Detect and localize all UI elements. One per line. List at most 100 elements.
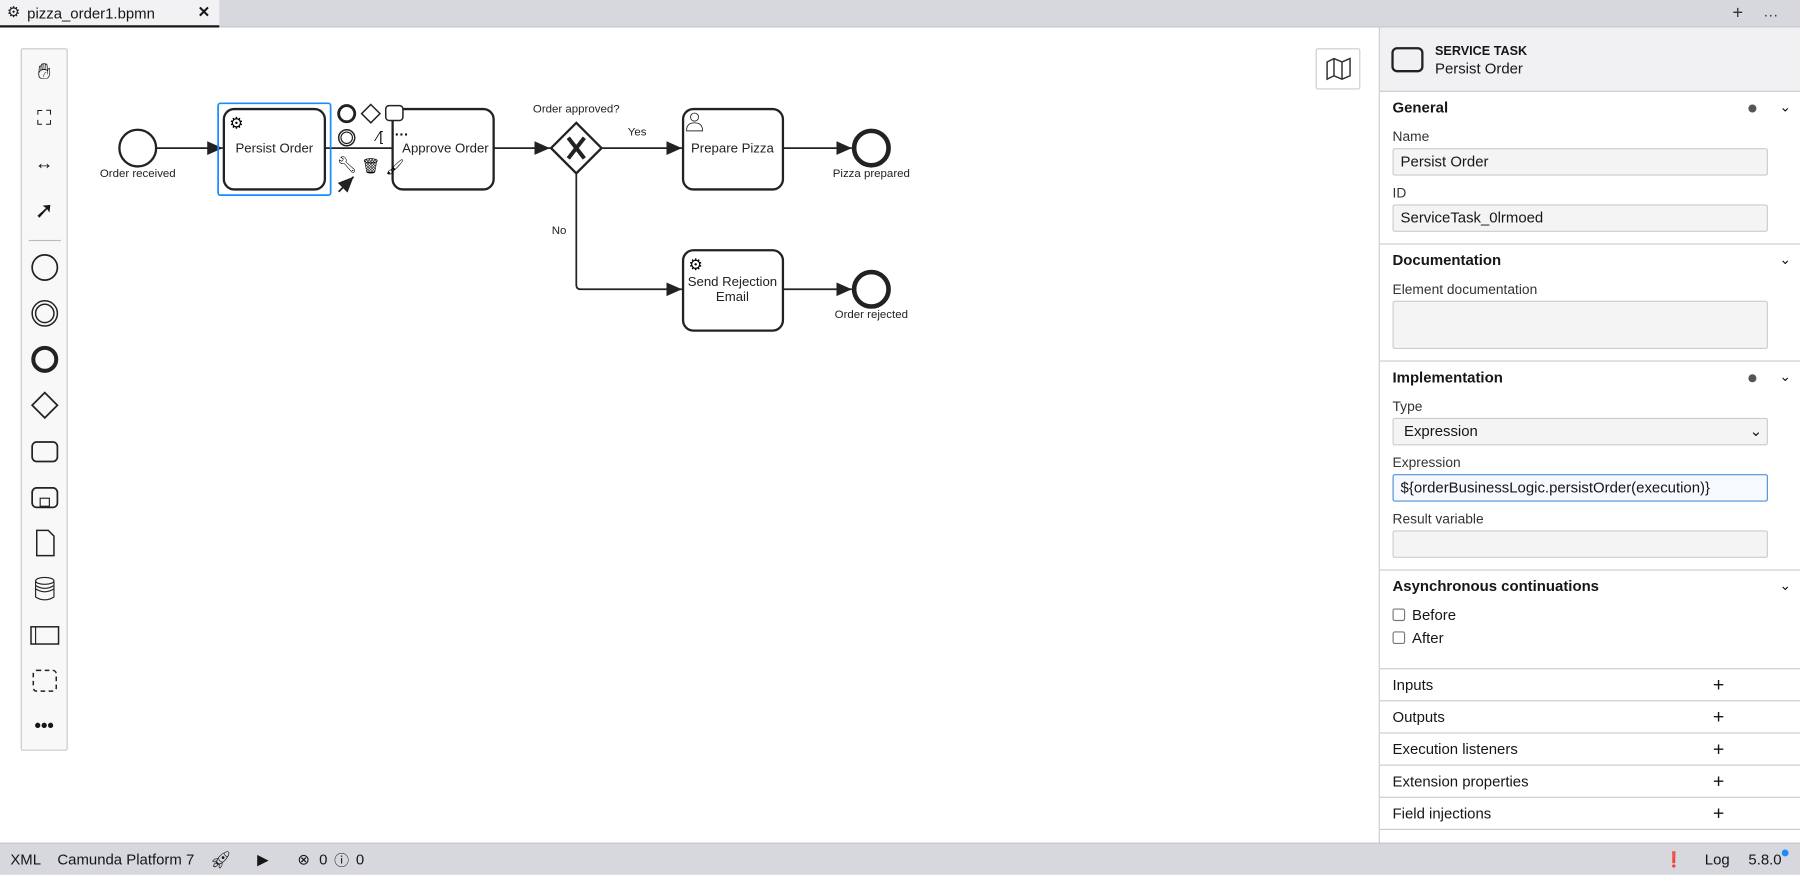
close-tab-button[interactable]: ✕ — [197, 3, 211, 21]
async-section: Asynchronous continuations ⌄ Before After — [1379, 571, 1800, 670]
status-bar: XML Camunda Platform 7 🚀︎ ▶ ⊗ 0 ⓘ 0 ❗ Lo… — [0, 842, 1800, 875]
connect-tool-icon[interactable]: ➚ — [34, 198, 54, 224]
lasso-tool-icon[interactable]: ⛶ — [36, 106, 52, 130]
documentation-label: Element documentation — [1392, 281, 1538, 298]
result-variable-input[interactable] — [1392, 530, 1768, 558]
service-gear-icon: ⚙ — [688, 256, 702, 274]
data-store-icon[interactable] — [22, 568, 67, 609]
sequence-flow — [575, 173, 682, 297]
version-button[interactable]: 5.8.0 — [1748, 850, 1782, 868]
documentation-section: Documentation ⌄ Element documentation — [1379, 245, 1800, 362]
documentation-textarea[interactable] — [1392, 300, 1768, 349]
selection-outline — [217, 102, 332, 197]
id-input[interactable]: ServiceTask_0lrmoed — [1392, 204, 1768, 232]
append-intermediate-event-icon — [337, 128, 356, 147]
wrench-icon: 🔧︎ — [336, 156, 356, 174]
pool-icon[interactable] — [22, 614, 67, 655]
field-injections-group[interactable]: Field injections+ — [1379, 798, 1800, 831]
task-send-rejection-email — [681, 249, 785, 332]
subprocess-icon[interactable] — [22, 476, 67, 517]
append-task-icon — [384, 104, 404, 122]
minimap-toggle-button[interactable] — [1315, 48, 1361, 90]
warning-icon[interactable]: ⓘ — [334, 851, 350, 870]
type-label: Type — [1392, 398, 1423, 415]
add-icon[interactable]: + — [1712, 737, 1725, 760]
add-icon[interactable]: + — [1712, 673, 1725, 696]
end-event-pizza-prepared — [851, 128, 891, 168]
more-tools-icon[interactable]: ••• — [34, 716, 54, 736]
result-variable-label: Result variable — [1392, 510, 1484, 527]
name-label: Name — [1392, 128, 1430, 145]
log-button[interactable]: Log — [1704, 850, 1730, 868]
section-header[interactable]: Asynchronous continuations — [1392, 577, 1599, 595]
name-input[interactable]: Persist Order — [1392, 148, 1768, 176]
add-icon[interactable]: + — [1712, 705, 1725, 728]
more-icon: ··· — [395, 127, 409, 142]
bpmn-diagram[interactable]: Order received ⚙ Persist Order ⁄[ ··· 🔧︎… — [0, 0, 1378, 843]
svg-text:Yes: Yes — [628, 126, 647, 138]
more-button[interactable]: ··· — [1763, 5, 1779, 23]
error-icon[interactable]: ⊗ — [297, 850, 310, 868]
id-label: ID — [1392, 184, 1407, 201]
hand-tool-icon[interactable]: ✋︎ — [37, 59, 51, 85]
paint-icon: 🖌︎ — [385, 159, 404, 176]
group-label: Execution listeners — [1392, 740, 1518, 758]
add-icon[interactable]: + — [1712, 801, 1725, 824]
svg-text:Prepare Pizza: Prepare Pizza — [691, 141, 774, 156]
start-event — [118, 128, 158, 168]
gateway-icon[interactable] — [22, 385, 67, 426]
element-type: SERVICE TASK — [1435, 44, 1528, 59]
warning-count[interactable]: 0 — [355, 850, 365, 868]
rocket-icon[interactable]: 🚀︎ — [210, 850, 232, 870]
execution-listeners-group[interactable]: Execution listeners + — [1379, 734, 1800, 766]
section-header[interactable]: General — [1392, 98, 1449, 116]
space-tool-icon[interactable]: ↔ — [35, 153, 54, 174]
svg-text:Pizza prepared: Pizza prepared — [833, 168, 910, 180]
xml-button[interactable]: XML — [10, 850, 42, 868]
chevron-down-icon[interactable]: ⌄ — [1779, 577, 1791, 594]
start-event-icon[interactable] — [22, 247, 67, 288]
map-icon — [1325, 57, 1351, 81]
before-checkbox[interactable]: Before — [1392, 606, 1788, 623]
tab-bar: ⚙ pizza_order1.bpmn ✕ + ··· — [0, 0, 1800, 28]
context-pad[interactable]: ⁄[ ··· 🔧︎ 🗑︎ 🖌︎ — [336, 103, 409, 193]
intermediate-event-icon[interactable] — [22, 293, 67, 334]
append-gateway-icon — [360, 103, 382, 124]
chevron-down-icon[interactable]: ⌄ — [1779, 251, 1791, 268]
svg-text:Email: Email — [716, 289, 749, 304]
svg-text:Persist Order: Persist Order — [236, 141, 314, 156]
section-header[interactable]: Implementation — [1392, 368, 1503, 386]
connect-arrow-icon — [337, 176, 355, 193]
chevron-down-icon[interactable]: ⌄ — [1779, 98, 1791, 115]
svg-text:Order approved?: Order approved? — [533, 104, 620, 116]
implementation-section: Implementation⌄ Type Expression⌄ Express… — [1379, 362, 1800, 571]
section-header[interactable]: Documentation — [1392, 251, 1502, 269]
type-select[interactable]: Expression⌄ — [1392, 417, 1768, 446]
group-label: Outputs — [1392, 708, 1445, 726]
after-checkbox[interactable]: After — [1392, 629, 1788, 646]
element-name: Persist Order — [1435, 59, 1523, 77]
gear-icon: ⚙ — [6, 3, 21, 21]
outputs-group[interactable]: Outputs + — [1379, 701, 1800, 734]
chevron-down-icon[interactable]: ⌄ — [1779, 368, 1791, 385]
tab-pizza-order[interactable]: ⚙ pizza_order1.bpmn ✕ — [0, 0, 220, 28]
task-persist-order — [222, 107, 327, 191]
platform-button[interactable]: Camunda Platform 7 — [57, 850, 195, 868]
group-icon[interactable] — [22, 660, 67, 701]
add-icon[interactable]: + — [1712, 769, 1725, 792]
chevron-down-icon: ⌄ — [1749, 422, 1763, 440]
feedback-icon[interactable]: ❗ — [1664, 850, 1684, 868]
group-label: Extension properties — [1392, 772, 1529, 790]
task-icon[interactable] — [22, 431, 67, 472]
inputs-group[interactable]: Inputs+ — [1379, 669, 1800, 702]
error-count[interactable]: 0 — [319, 850, 328, 868]
play-icon[interactable]: ▶ — [257, 850, 269, 868]
trash-icon: 🗑︎ — [361, 158, 380, 175]
end-event-icon[interactable] — [22, 339, 67, 380]
new-tab-button[interactable]: + — [1732, 3, 1744, 23]
properties-header: SERVICE TASK Persist Order — [1379, 27, 1800, 92]
svg-text:Send Rejection: Send Rejection — [688, 274, 777, 289]
extension-properties-group[interactable]: Extension properties + — [1379, 766, 1800, 798]
data-object-icon[interactable] — [22, 522, 67, 563]
expression-input[interactable]: ${orderBusinessLogic.persistOrder(execut… — [1392, 474, 1768, 502]
